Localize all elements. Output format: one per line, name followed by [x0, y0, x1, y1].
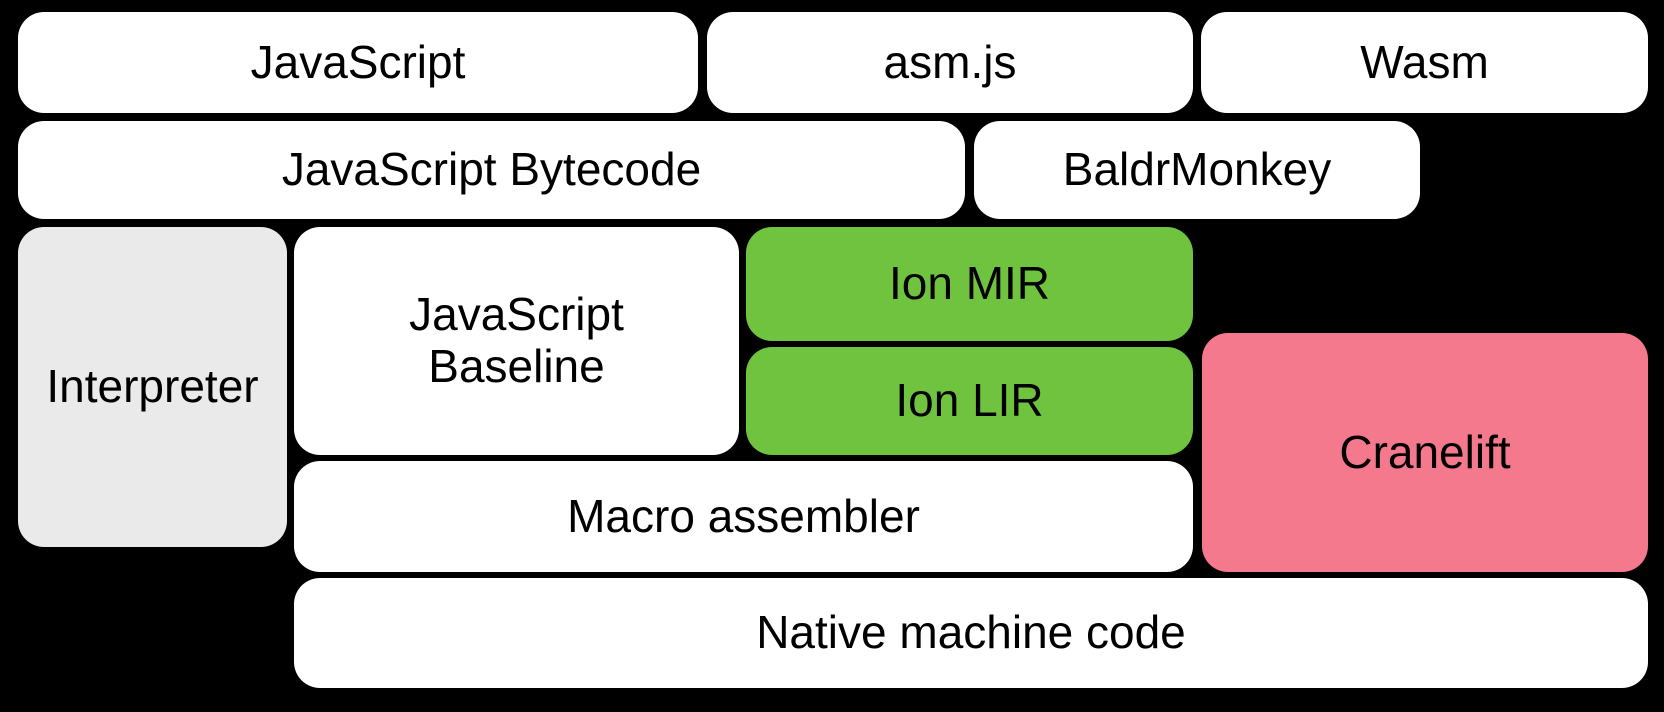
- node-cranelift[interactable]: Cranelift: [1202, 333, 1648, 572]
- node-interpreter[interactable]: Interpreter: [18, 227, 287, 547]
- node-javascript[interactable]: JavaScript: [18, 12, 698, 113]
- node-javascript-baseline[interactable]: JavaScript Baseline: [294, 227, 739, 455]
- node-wasm[interactable]: Wasm: [1201, 12, 1648, 113]
- node-native-machine-code[interactable]: Native machine code: [294, 578, 1648, 688]
- node-asm-js[interactable]: asm.js: [707, 12, 1193, 113]
- node-ion-mir[interactable]: Ion MIR: [746, 227, 1193, 341]
- node-ion-lir[interactable]: Ion LIR: [746, 347, 1193, 455]
- node-macro-assembler[interactable]: Macro assembler: [294, 461, 1193, 572]
- node-javascript-bytecode[interactable]: JavaScript Bytecode: [18, 121, 965, 219]
- node-baldrmonkey[interactable]: BaldrMonkey: [974, 121, 1420, 219]
